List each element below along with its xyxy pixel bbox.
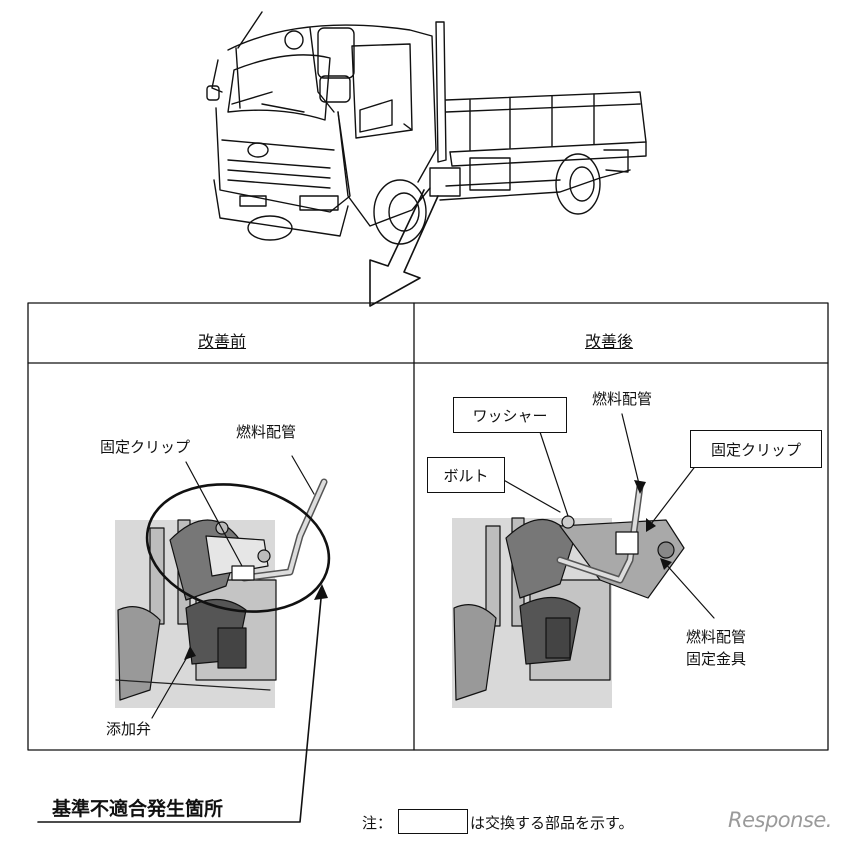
after-fixing-clip-label: 固定クリップ [710, 440, 801, 459]
bracket-label-line2: 固定金具 [686, 650, 747, 668]
defect-leader [37, 584, 328, 823]
comparison-table [27, 302, 829, 751]
bolt-label-box: ボルト [427, 457, 505, 493]
defect-location-label: 基準不適合発生箇所 [52, 798, 224, 820]
bolt-label: ボルト [443, 466, 489, 485]
after-fuel-pipe-label: 燃料配管 [592, 390, 653, 408]
note-suffix: は交換する部品を示す。 [470, 814, 634, 832]
before-fuel-pipe-label: 燃料配管 [236, 423, 297, 441]
after-engine-parts [452, 413, 715, 708]
after-fixing-clip-label-box: 固定クリップ [690, 430, 822, 468]
additive-valve-label: 添加弁 [106, 720, 152, 738]
before-engine-parts [115, 455, 331, 719]
truck-illustration [206, 11, 647, 307]
note-prefix: 注： [362, 814, 393, 832]
bracket-label: 燃料配管 固定金具 [686, 626, 746, 670]
bracket-label-line1: 燃料配管 [686, 628, 747, 646]
response-watermark: Response. [728, 808, 832, 832]
after-header: 改善後 [585, 332, 634, 351]
note-sample-box [398, 809, 468, 834]
before-header: 改善前 [198, 332, 247, 351]
before-fixing-clip-label: 固定クリップ [100, 438, 191, 456]
washer-label: ワッシャー [472, 406, 548, 425]
washer-label-box: ワッシャー [453, 397, 567, 433]
